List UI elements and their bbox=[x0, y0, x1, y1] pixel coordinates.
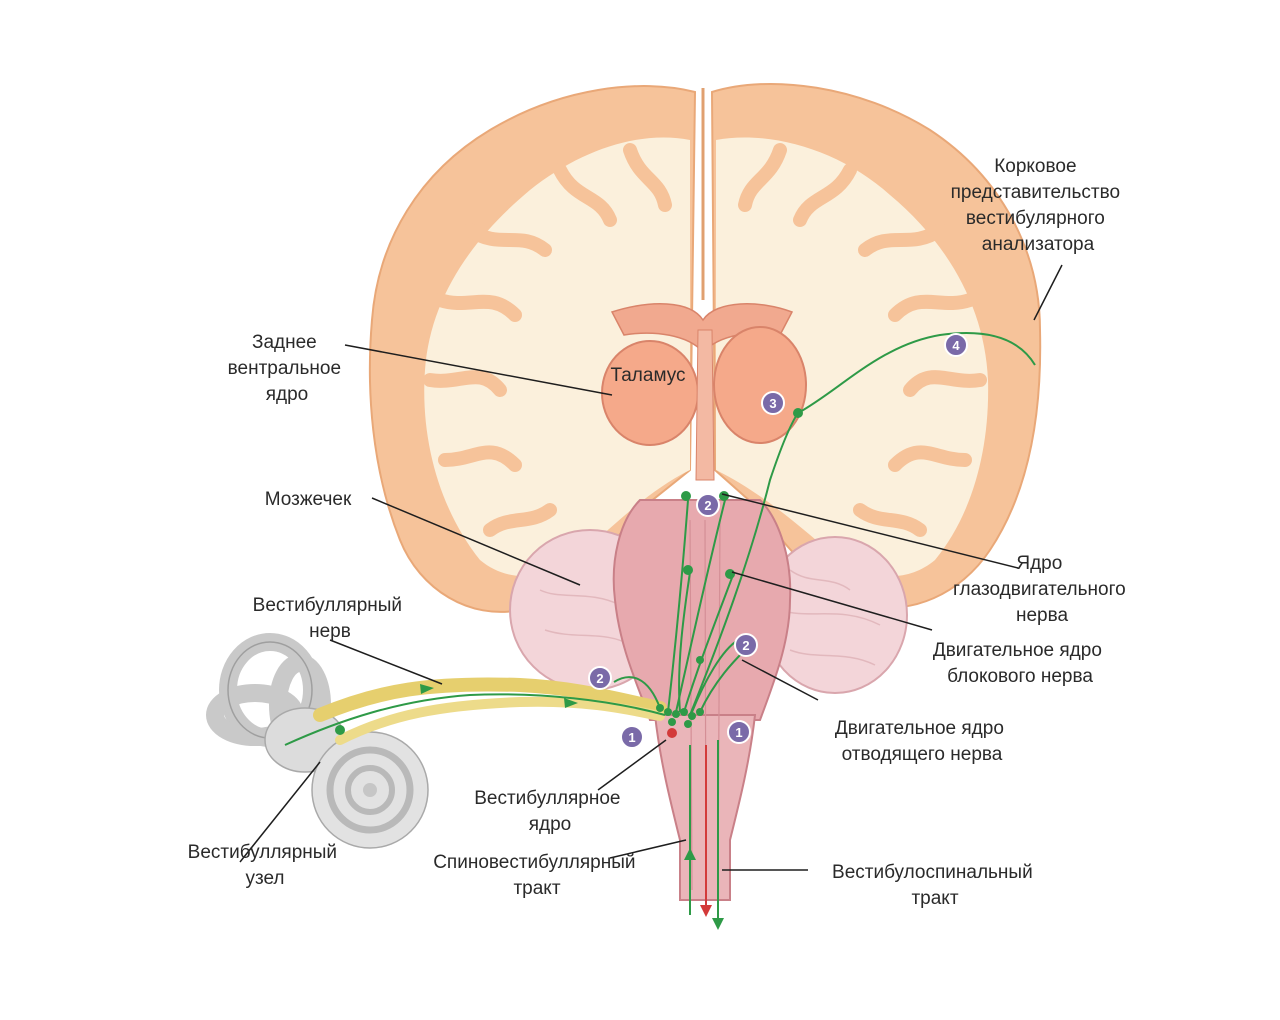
svg-text:2: 2 bbox=[742, 638, 749, 653]
vestibular-nucleus-marker bbox=[667, 728, 677, 738]
text-labels: Корковое представительство вестибулярног… bbox=[188, 156, 1131, 909]
left-white-matter bbox=[424, 137, 690, 577]
oculomotor-nucleus-label: Ядро глазодвигательного нерва bbox=[953, 553, 1131, 626]
vestibular-nerve-upper bbox=[313, 677, 667, 722]
badge-1-right: 1 bbox=[727, 720, 751, 744]
right-gyri bbox=[738, 143, 987, 537]
primary-afferent bbox=[284, 693, 666, 746]
vestibular-nerve-bundle bbox=[313, 677, 667, 745]
spinovestibular-tract-label: Спиновестибуллярный тракт bbox=[433, 852, 641, 899]
svg-text:1: 1 bbox=[628, 730, 635, 745]
right-white-matter bbox=[716, 137, 989, 577]
cerebellum-label: Мозжечек bbox=[265, 489, 352, 510]
vestibular-ganglion-label: Вестибуллярный узел bbox=[188, 842, 343, 889]
vestibular-nerve-label: Вестибуллярный нерв bbox=[253, 595, 408, 642]
badge-2-brainstem: 2 bbox=[734, 633, 758, 657]
cerebral-hemispheres bbox=[368, 82, 1042, 613]
thalamus-label: Таламус bbox=[610, 365, 685, 386]
ascending-to-thalamus bbox=[689, 412, 799, 716]
inner-ear bbox=[206, 633, 429, 849]
svg-text:3: 3 bbox=[769, 396, 776, 411]
badge-2-oculomotor: 2 bbox=[696, 493, 720, 517]
vestibulospinal-tract-label: Вестибулоспинальный тракт bbox=[832, 862, 1038, 909]
arrowheads bbox=[420, 684, 724, 930]
cortex-label: Корковое представительство вестибулярног… bbox=[951, 156, 1126, 255]
third-ventricle bbox=[695, 329, 715, 481]
thalamus-region bbox=[601, 303, 807, 481]
badge-3: 3 bbox=[761, 391, 785, 415]
posterior-ventral-nucleus-label: Заднее вентральное ядро bbox=[228, 332, 347, 405]
left-thalamus bbox=[601, 340, 699, 446]
vestibular-nucleus-label: Вестибуллярное ядро bbox=[474, 788, 626, 835]
svg-text:4: 4 bbox=[952, 338, 960, 353]
badge-1-left: 1 bbox=[620, 725, 644, 749]
badge-2-cerebellum: 2 bbox=[588, 666, 612, 690]
right-thalamus bbox=[713, 326, 807, 444]
neuron-nodes bbox=[335, 408, 803, 735]
vestibular-nerve-lower bbox=[335, 696, 665, 745]
badge-4: 4 bbox=[944, 333, 968, 357]
svg-text:2: 2 bbox=[596, 671, 603, 686]
lateral-ventricles bbox=[610, 303, 794, 354]
pathway-badges: 4 3 2 2 2 1 1 bbox=[588, 333, 968, 749]
thalamocortical-projection bbox=[797, 332, 1036, 414]
leader-lines bbox=[239, 264, 1063, 871]
trochlear-nucleus-label: Двигательное ядро блокового нерва bbox=[933, 640, 1107, 687]
midbrain-pons bbox=[612, 499, 792, 721]
svg-text:1: 1 bbox=[735, 725, 742, 740]
left-gyri bbox=[423, 143, 672, 537]
vestibular-pathways bbox=[284, 332, 1036, 925]
abducens-nucleus-label: Двигательное ядро отводящего нерва bbox=[835, 718, 1009, 765]
svg-text:2: 2 bbox=[704, 498, 711, 513]
